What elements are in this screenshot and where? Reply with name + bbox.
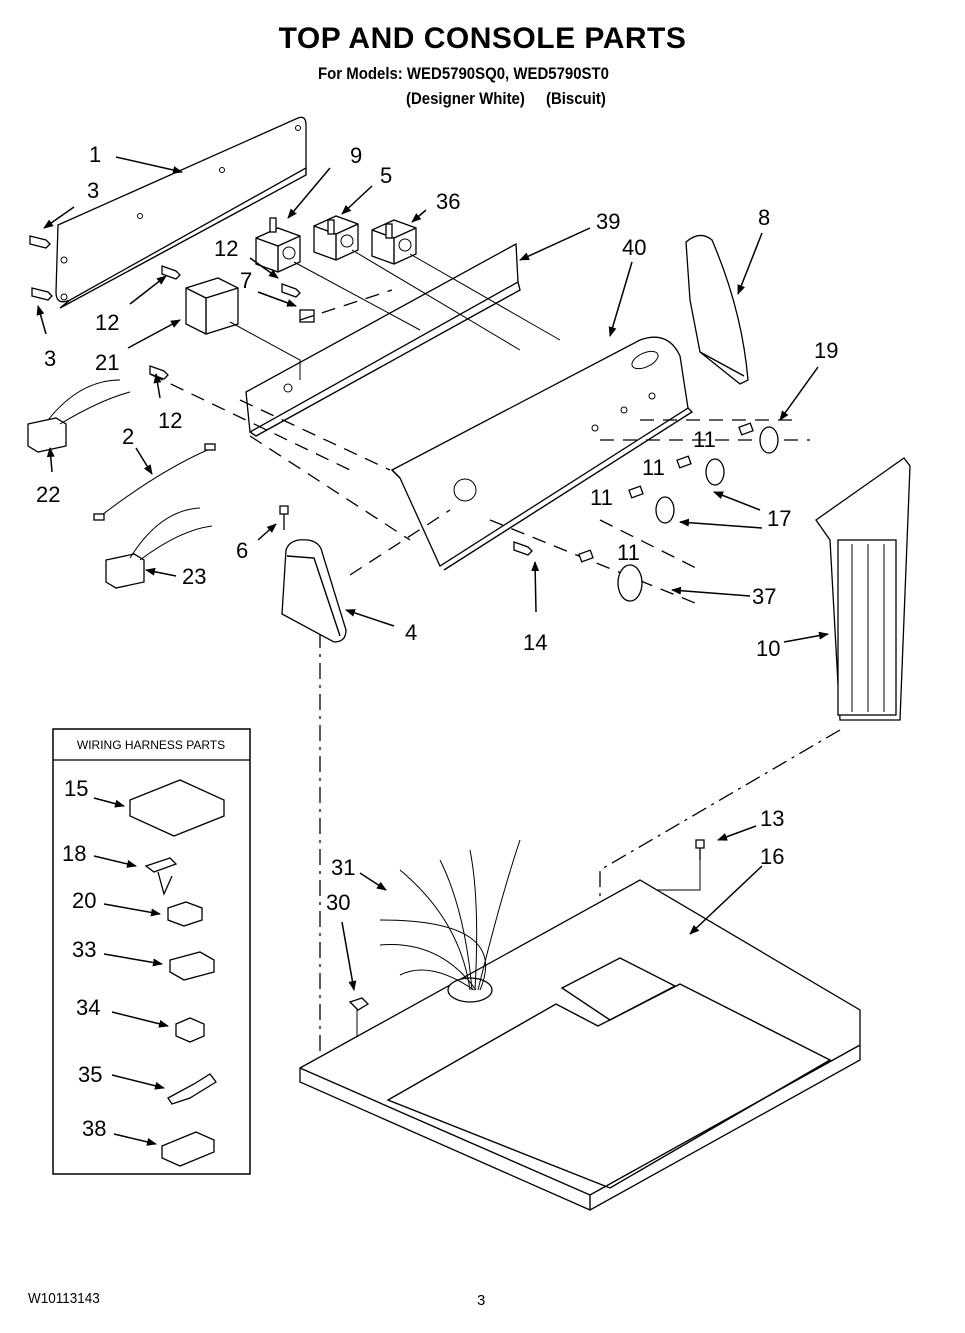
callout-arrows [36, 156, 829, 991]
part-11-clips [578, 422, 754, 563]
part-15-connector [129, 779, 225, 837]
screw-13 [695, 839, 705, 860]
part-1-rear-bracket [55, 116, 307, 309]
part-8-end-cap [685, 234, 749, 385]
part-22-harness [27, 379, 131, 453]
color-designer-white: (Designer White) [406, 89, 525, 108]
part-17-knob-a [705, 458, 725, 486]
callout-12c: 12 [158, 408, 182, 433]
callout-8: 8 [758, 205, 770, 230]
callout-10: 10 [756, 636, 780, 661]
inset-title: WIRING HARNESS PARTS [77, 738, 225, 752]
part-18-clip [144, 857, 178, 896]
leader-lines [229, 249, 561, 380]
callout-2: 2 [122, 424, 134, 449]
screw-12a [161, 265, 181, 280]
callout-30: 30 [326, 890, 350, 915]
document-number: W10113143 [28, 1290, 100, 1307]
part-2-wire [93, 443, 216, 521]
inset-callout-33: 33 [72, 937, 96, 962]
callout-3a: 3 [87, 178, 99, 203]
inset-callout-20: 20 [72, 888, 96, 913]
screw-3b [31, 287, 53, 301]
callout-22: 22 [36, 482, 60, 507]
callout-12b: 12 [95, 310, 119, 335]
part-5-switch [313, 215, 359, 261]
callout-40: 40 [622, 235, 646, 260]
inset-callout-34: 34 [76, 995, 100, 1020]
color-biscuit: (Biscuit) [545, 89, 606, 108]
inset-callout-15: 15 [64, 776, 88, 801]
callout-37: 37 [752, 584, 776, 609]
part-34-connector [175, 1017, 205, 1043]
callout-11c: 11 [590, 485, 613, 510]
part-31-harness [379, 839, 521, 991]
part-17-knob-b [655, 496, 675, 524]
part-37-knob [617, 564, 643, 602]
part-30-clip [348, 997, 370, 1011]
wiring-harness-inset: WIRING HARNESS PARTS 15 18 20 33 34 35 3… [52, 728, 251, 1175]
callout-1: 1 [89, 142, 101, 167]
callout-13: 13 [760, 806, 784, 831]
callout-17: 17 [767, 506, 791, 531]
callout-11b: 11 [642, 455, 665, 480]
callout-11a: 11 [693, 427, 716, 452]
part-21-timer [185, 277, 239, 335]
callout-36: 36 [436, 189, 460, 214]
part-19-knob [759, 426, 779, 454]
callout-9: 9 [350, 143, 362, 168]
callout-19: 19 [814, 338, 838, 363]
callout-21: 21 [95, 350, 119, 375]
callout-6: 6 [236, 538, 248, 563]
callout-23: 23 [182, 564, 206, 589]
screw-12c [149, 365, 169, 380]
part-33-connector [169, 951, 215, 981]
part-35-terminal [167, 1073, 217, 1105]
callout-3b: 3 [44, 346, 56, 371]
page-number: 3 [477, 1292, 486, 1309]
callout-4: 4 [405, 620, 417, 645]
part-38-connector [161, 1131, 215, 1167]
inset-callout-38: 38 [82, 1116, 106, 1141]
callout-16: 16 [760, 844, 784, 869]
screw-3a [29, 235, 51, 249]
part-20-connector [167, 901, 203, 927]
callout-5: 5 [380, 163, 392, 188]
part-36-switch [371, 219, 417, 265]
callout-12a: 12 [214, 236, 238, 261]
screw-12b [281, 283, 301, 298]
model-colors: (Designer White) (Biscuit) [406, 89, 627, 109]
screw-6 [279, 505, 289, 530]
part-4-end-cap [281, 539, 347, 643]
inset-callout-35: 35 [78, 1062, 102, 1087]
callout-31: 31 [331, 855, 355, 880]
part-9-switch [255, 217, 301, 273]
callout-39: 39 [596, 209, 620, 234]
callout-14: 14 [523, 630, 547, 655]
screw-14 [513, 541, 533, 556]
part-39-bracket [245, 242, 521, 437]
part-23-harness [105, 507, 213, 589]
page-title: TOP AND CONSOLE PARTS [278, 22, 687, 55]
part-10-lint-screen [815, 457, 911, 721]
callout-7: 7 [240, 268, 252, 293]
models-line: For Models: WED5790SQ0, WED5790ST0 [318, 64, 609, 83]
callout-11d: 11 [617, 540, 640, 565]
part-40-console [390, 336, 694, 571]
inset-callout-18: 18 [62, 841, 86, 866]
part-16-top [299, 879, 861, 1211]
